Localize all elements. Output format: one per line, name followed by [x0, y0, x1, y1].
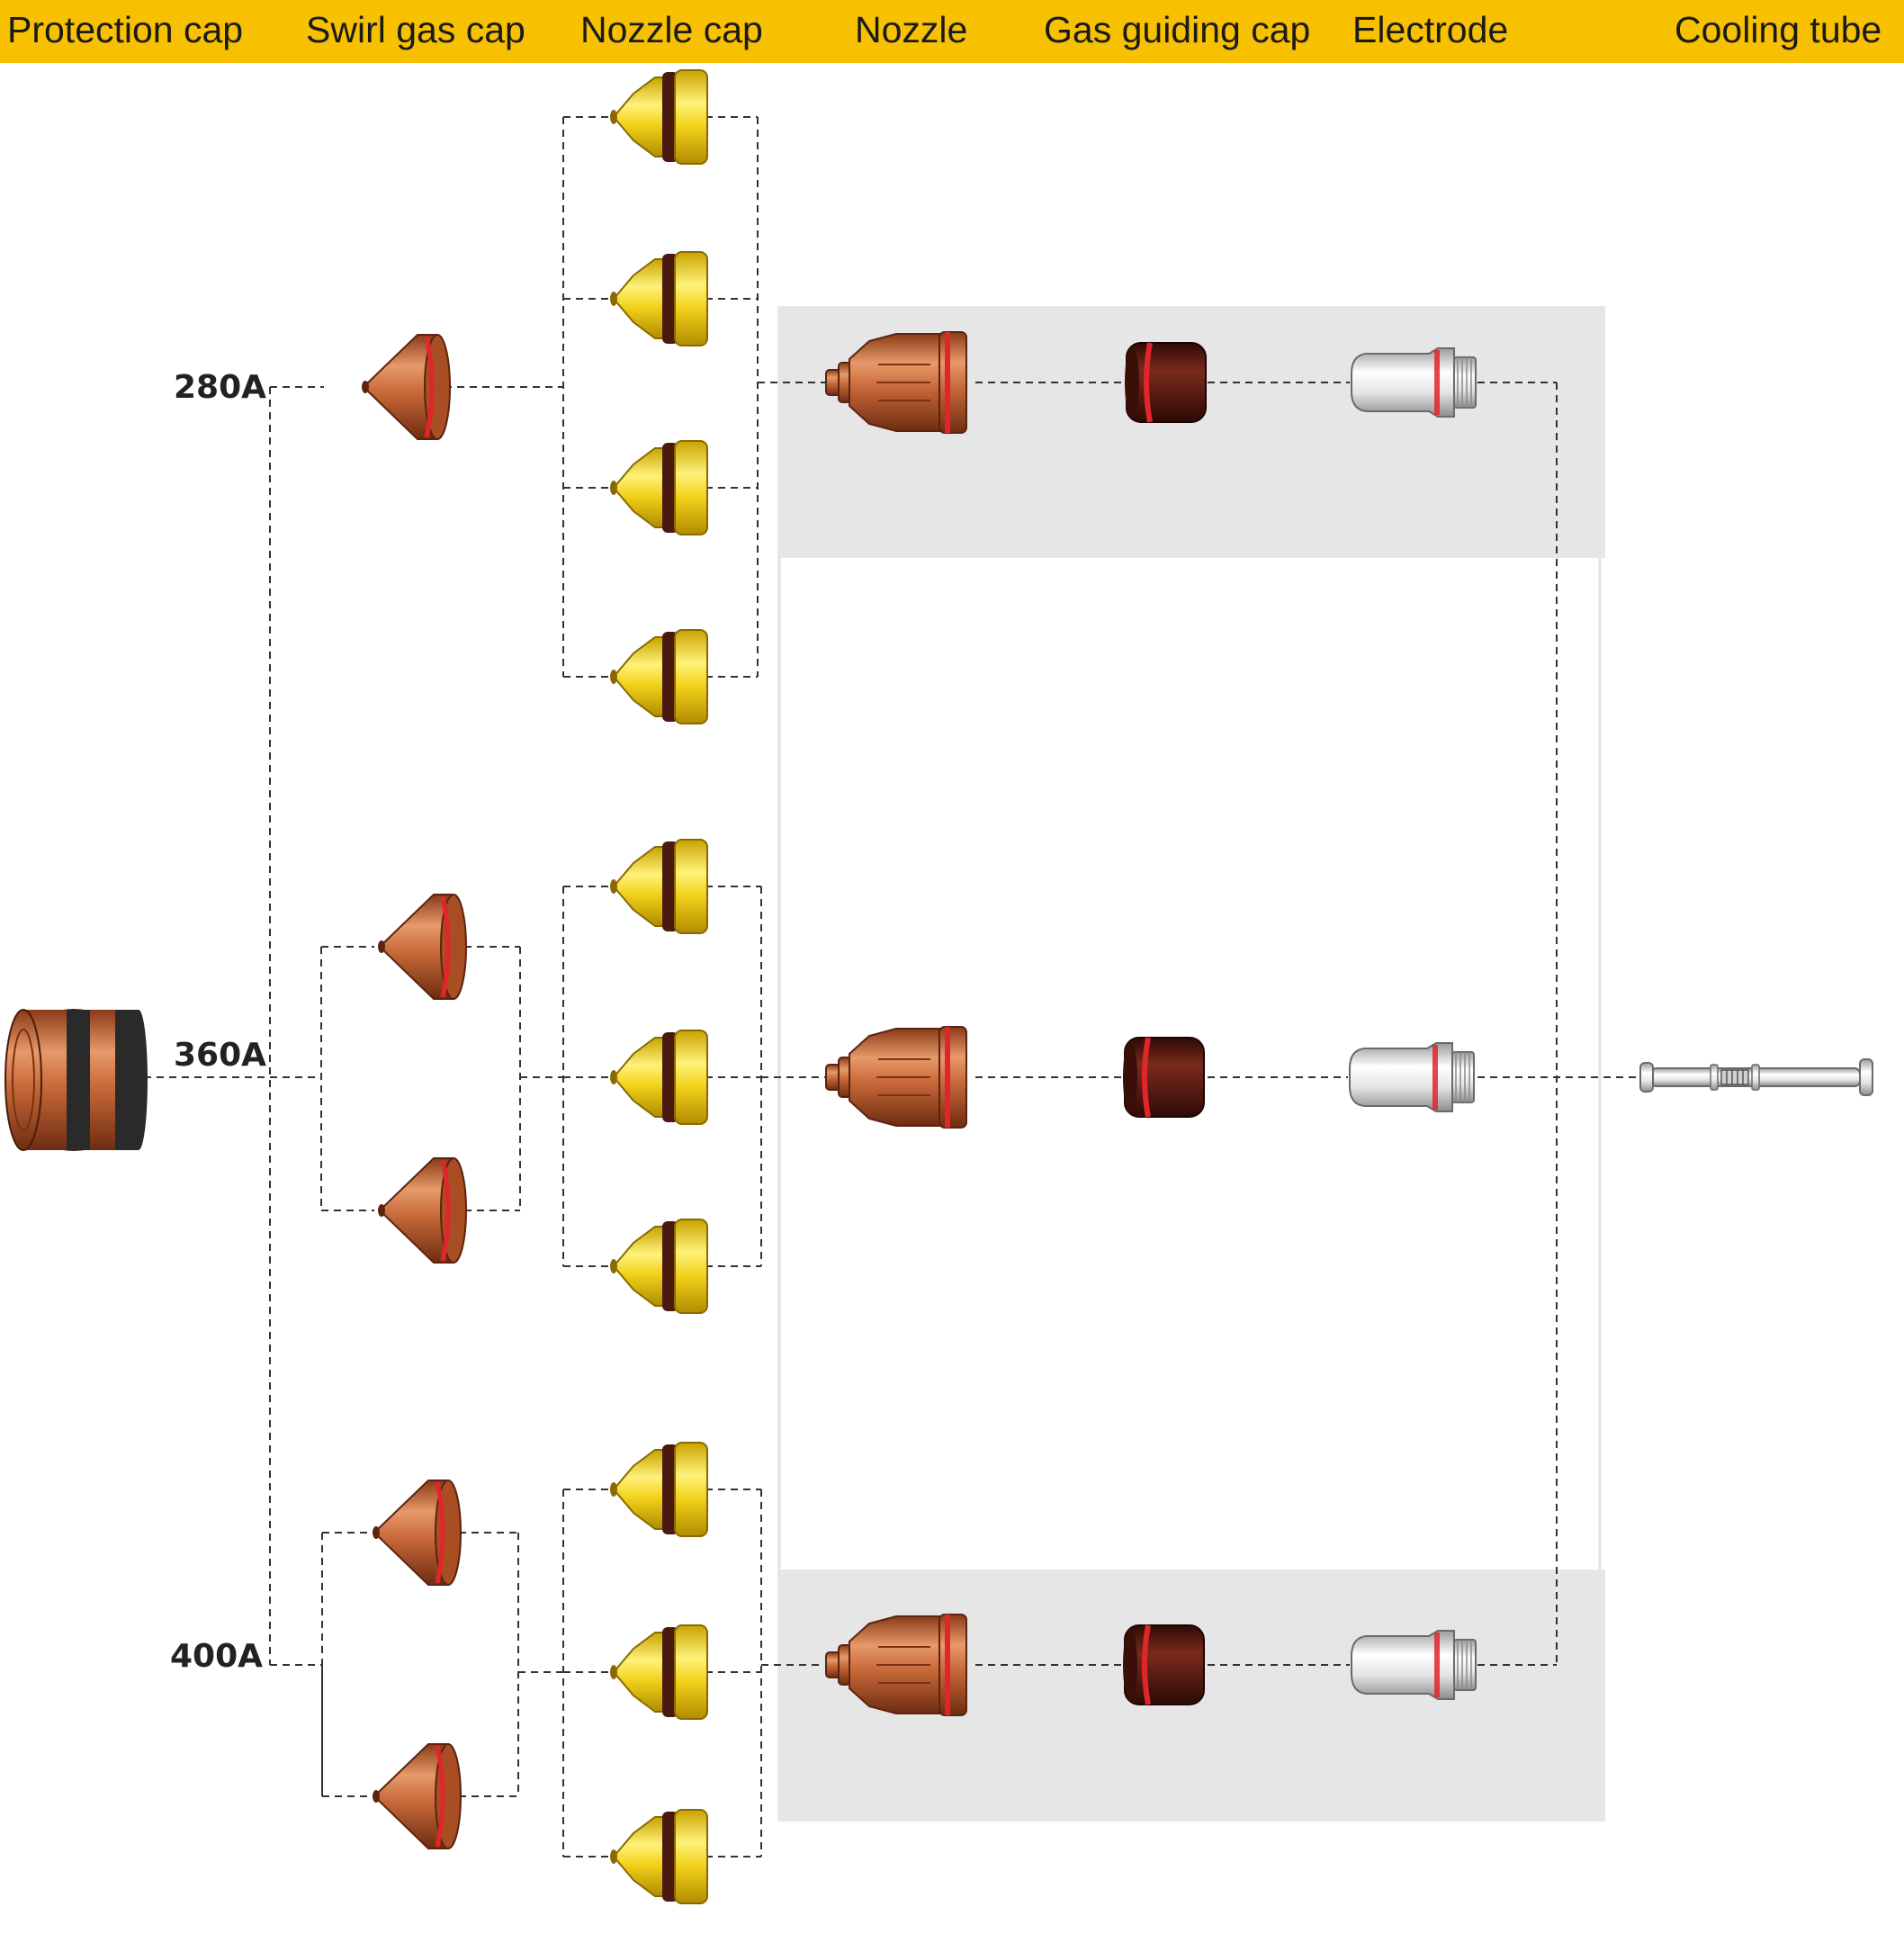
swirl-gas-cap-icon — [378, 895, 466, 999]
swirl-gas-cap-icon — [362, 335, 450, 439]
protection-cap-icon — [4, 1009, 148, 1151]
electrode-icon — [1349, 1042, 1475, 1112]
electrode-icon — [1351, 347, 1477, 418]
electrode-icon — [1351, 1630, 1477, 1700]
nozzle-cap-icon — [609, 1219, 708, 1314]
current-label-280a: 280A — [174, 369, 267, 406]
swirl-gas-cap-icon — [373, 1744, 461, 1849]
header-cooling-tube: Cooling tube — [1675, 9, 1882, 50]
nozzle-cap-icon — [609, 1809, 708, 1904]
header-gas-guiding-cap: Gas guiding cap — [1044, 9, 1311, 50]
nozzle-cap-icon — [609, 1442, 708, 1537]
nozzle-cap-icon — [609, 629, 708, 724]
gas-guiding-cap-icon — [1125, 343, 1206, 422]
current-label-360a: 360A — [174, 1037, 267, 1074]
header-protection-cap: Protection cap — [7, 9, 244, 50]
current-label-400a: 400A — [170, 1638, 264, 1675]
swirl-gas-cap-icon — [378, 1158, 466, 1263]
nozzle-cap-icon — [609, 1030, 708, 1125]
nozzle-cap-icon — [609, 69, 708, 165]
header-bar: Protection cap Swirl gas cap Nozzle cap … — [0, 0, 1904, 63]
gas-guiding-cap-icon — [1123, 1038, 1204, 1117]
nozzle-cap-icon — [609, 440, 708, 535]
swirl-gas-cap-icon — [373, 1480, 461, 1585]
cooling-tube-icon — [1639, 1058, 1873, 1096]
header-nozzle: Nozzle — [855, 9, 968, 50]
connector-lines — [144, 116, 1638, 1858]
nozzle-cap-icon — [609, 1624, 708, 1720]
nozzle-cap-icon — [609, 251, 708, 346]
gas-guiding-cap-icon — [1123, 1625, 1204, 1705]
header-nozzle-cap: Nozzle cap — [580, 9, 763, 50]
header-swirl-gas-cap: Swirl gas cap — [306, 9, 525, 50]
nozzle-icon — [825, 1026, 967, 1129]
header-electrode: Electrode — [1352, 9, 1509, 50]
nozzle-cap-icon — [609, 839, 708, 934]
